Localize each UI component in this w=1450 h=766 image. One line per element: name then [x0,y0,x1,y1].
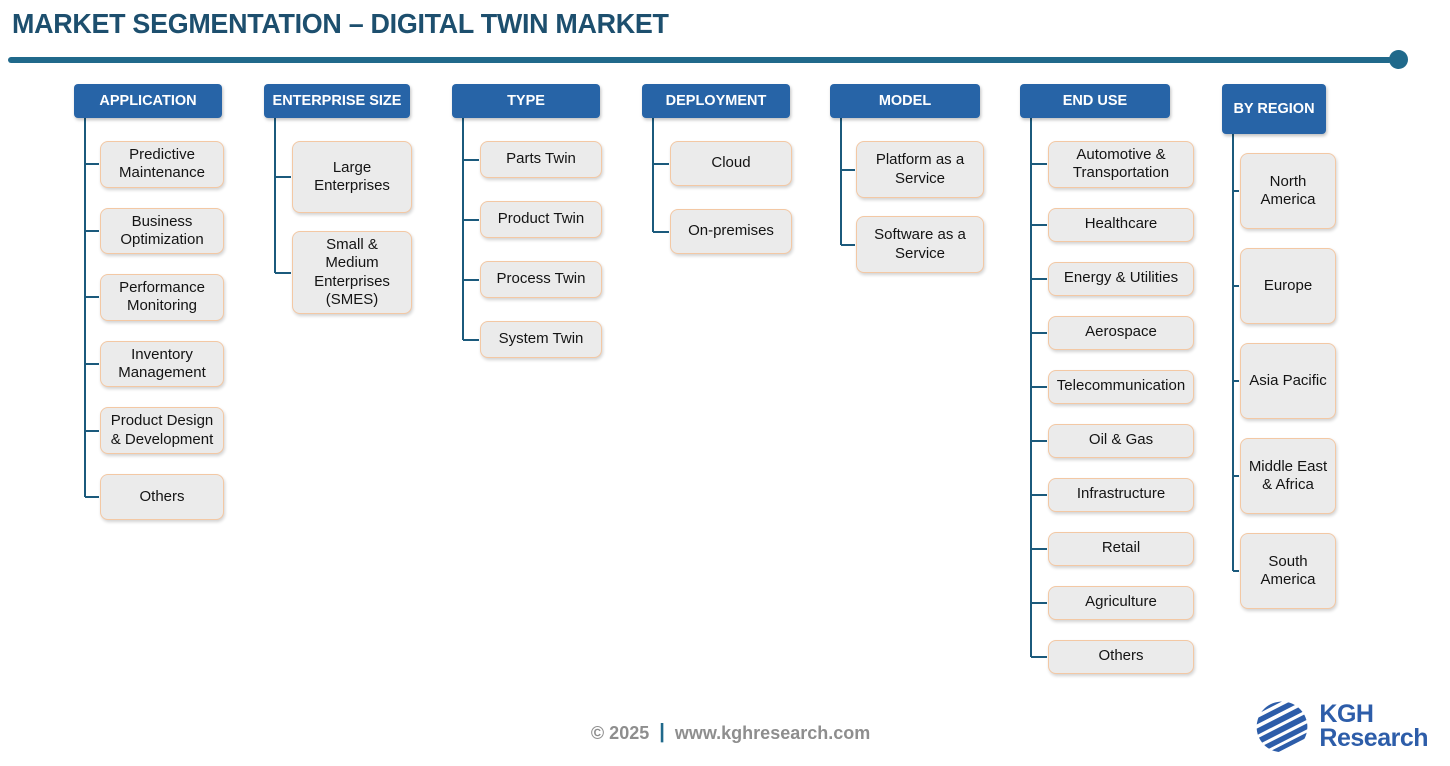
segment-item: Product Design & Development [85,407,224,454]
segment-item: Inventory Management [85,340,224,388]
connector-line [1030,118,1032,657]
connector-line [652,118,654,232]
connector-line [1232,134,1234,571]
segment-item: Oil & Gas [1031,423,1194,458]
segment-item: Middle East & Africa [1233,438,1336,514]
segment-item: Small & Medium Enterprises (SMES) [275,231,412,315]
segment-item: Cloud [653,141,792,186]
segment-item: Large Enterprises [275,141,412,213]
segment-item: Platform as a Service [841,141,984,198]
segment-item: Others [1031,639,1194,674]
footer: © 2025 | www.kghresearch.com [590,721,871,745]
connector-line [462,118,464,340]
segment-item: Retail [1031,531,1194,566]
connector-line [274,118,276,273]
column-header: TYPE [452,84,600,118]
segment-item: Automotive & Transportation [1031,141,1194,188]
connector-line [84,118,86,497]
column-header: MODEL [830,84,980,118]
segment-item: Process Twin [463,261,602,298]
segment-item: North America [1233,153,1336,229]
segment-item: Energy & Utilities [1031,261,1194,296]
segment-item: Infrastructure [1031,477,1194,512]
website-text: www.kghresearch.com [674,723,871,743]
separator-bar: | [659,721,665,743]
connector-line [840,118,842,245]
segment-item: Product Twin [463,201,602,238]
kgh-logo: KGH Research [1253,696,1428,756]
segment-item: Aerospace [1031,315,1194,350]
segment-item: Parts Twin [463,141,602,178]
segment-item: Asia Pacific [1233,343,1336,419]
segment-item: Software as a Service [841,216,984,273]
title-rule [8,57,1392,63]
column-header: BY REGION [1222,84,1326,134]
column-header: ENTERPRISE SIZE [264,84,410,118]
segment-item: On-premises [653,209,792,254]
column-header: END USE [1020,84,1170,118]
column-header: APPLICATION [74,84,222,118]
page-title: MARKET SEGMENTATION – DIGITAL TWIN MARKE… [12,8,669,39]
rule-endpoint-dot [1389,50,1408,69]
segment-item: South America [1233,533,1336,609]
segment-item: Europe [1233,248,1336,324]
segment-item: Telecommunication [1031,369,1194,404]
segment-item: Agriculture [1031,585,1194,620]
column-header: DEPLOYMENT [642,84,790,118]
logo-text: KGH Research [1319,699,1428,752]
logo-line1: KGH [1319,699,1374,728]
segment-item: System Twin [463,321,602,358]
segment-item: Healthcare [1031,207,1194,242]
globe-stripes-icon [1253,696,1312,756]
segment-item: Performance Monitoring [85,274,224,321]
segment-item: Business Optimization [85,207,224,255]
logo-line2: Research [1319,724,1428,752]
segment-item: Predictive Maintenance [85,141,224,188]
copyright-text: © 2025 [590,723,650,743]
segment-item: Others [85,473,224,520]
